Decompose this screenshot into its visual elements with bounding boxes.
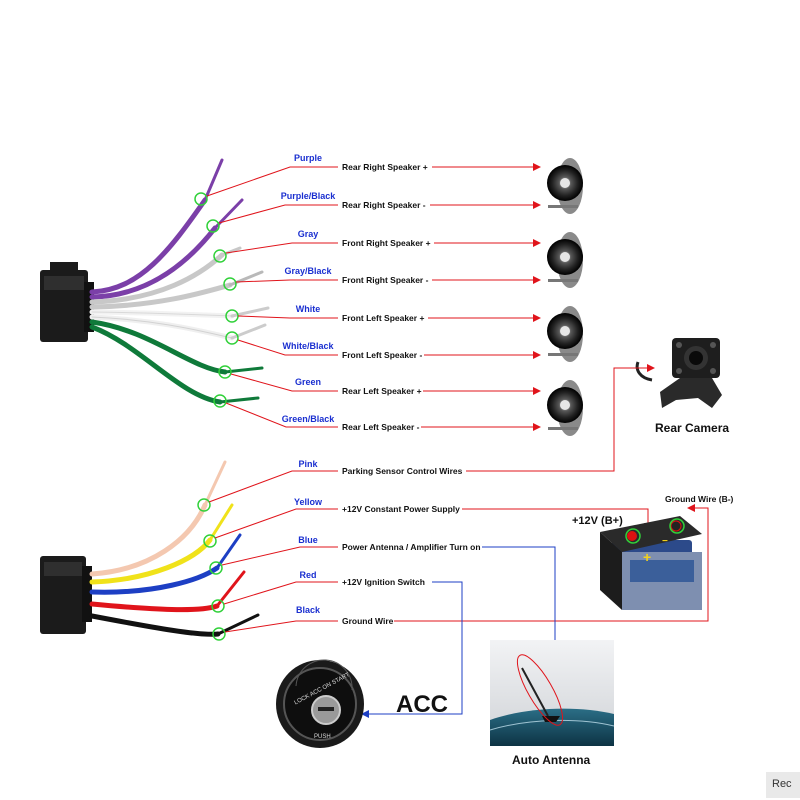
function-rear-right-plus: Rear Right Speaker +: [342, 162, 428, 172]
speaker-icon: [547, 306, 583, 362]
function-front-left-minus: Front Left Speaker -: [342, 350, 422, 360]
ground-wire-label: Ground Wire (B-): [665, 494, 734, 504]
function-ignition-switch: +12V Ignition Switch: [342, 577, 425, 587]
wire-label-blue: Blue: [298, 535, 318, 545]
wire-label-gray-black: Gray/Black: [284, 266, 332, 276]
function-rear-left-minus: Rear Left Speaker -: [342, 422, 420, 432]
function-rear-left-plus: Rear Left Speaker +: [342, 386, 422, 396]
rear-camera-label: Rear Camera: [655, 421, 729, 435]
lower-leaders: [208, 470, 338, 633]
ignition-switch-bottom-text: PUSH: [314, 734, 331, 740]
wire-label-gray: Gray: [298, 229, 319, 239]
battery-icon: + −: [600, 516, 702, 610]
function-rear-right-minus: Rear Right Speaker -: [342, 200, 426, 210]
function-front-left-plus: Front Left Speaker +: [342, 313, 424, 323]
corner-tab: Rec: [766, 772, 800, 798]
wire-label-green-black: Green/Black: [282, 414, 336, 424]
wire-label-pink: Pink: [298, 459, 318, 469]
upper-function-labels: Rear Right Speaker + Rear Right Speaker …: [342, 162, 431, 432]
battery-plus-label: +12V (B+): [572, 515, 623, 527]
auto-antenna-image: [489, 640, 615, 746]
battery-markers: [625, 518, 685, 544]
upper-wire-labels: Purple Purple/Black Gray Gray/Black Whit…: [281, 153, 337, 424]
rear-camera-icon: [635, 338, 722, 408]
wire-label-white-black: White/Black: [282, 341, 334, 351]
auto-antenna-label: Auto Antenna: [512, 753, 591, 767]
lower-function-labels: Parking Sensor Control Wires +12V Consta…: [342, 466, 481, 626]
upper-leaders: [206, 166, 338, 428]
lower-wire-labels: Pink Yellow Blue Red Black: [294, 459, 323, 615]
wire-label-purple-black: Purple/Black: [281, 191, 337, 201]
speaker-icon: [547, 380, 583, 436]
wire-label-black: Black: [296, 605, 321, 615]
lower-splice-markers: [197, 498, 226, 641]
function-front-right-minus: Front Right Speaker -: [342, 275, 429, 285]
upper-connector: [40, 262, 94, 342]
svg-text:−: −: [662, 536, 668, 547]
upper-wire-bundle: [89, 158, 270, 405]
speaker-icon: [547, 158, 583, 214]
wire-label-red: Red: [299, 570, 316, 580]
wire-label-green: Green: [295, 377, 321, 387]
speaker-arrows: [421, 163, 541, 431]
function-constant-power: +12V Constant Power Supply: [342, 504, 460, 514]
speaker-icon: [547, 232, 583, 288]
svg-text:+: +: [643, 549, 651, 565]
wire-label-purple: Purple: [294, 153, 322, 163]
ignition-switch-icon: [276, 659, 364, 748]
upper-splice-markers: [194, 192, 239, 408]
lower-wire-bundle: [89, 460, 260, 637]
function-front-right-plus: Front Right Speaker +: [342, 238, 431, 248]
function-ground-wire: Ground Wire: [342, 616, 394, 626]
acc-label: ACC: [396, 691, 448, 718]
lower-connector: [40, 556, 92, 634]
wire-label-yellow: Yellow: [294, 497, 323, 507]
function-power-antenna: Power Antenna / Amplifier Turn on: [342, 542, 481, 552]
function-parking-sensor: Parking Sensor Control Wires: [342, 466, 463, 476]
wire-label-white: White: [296, 304, 321, 314]
